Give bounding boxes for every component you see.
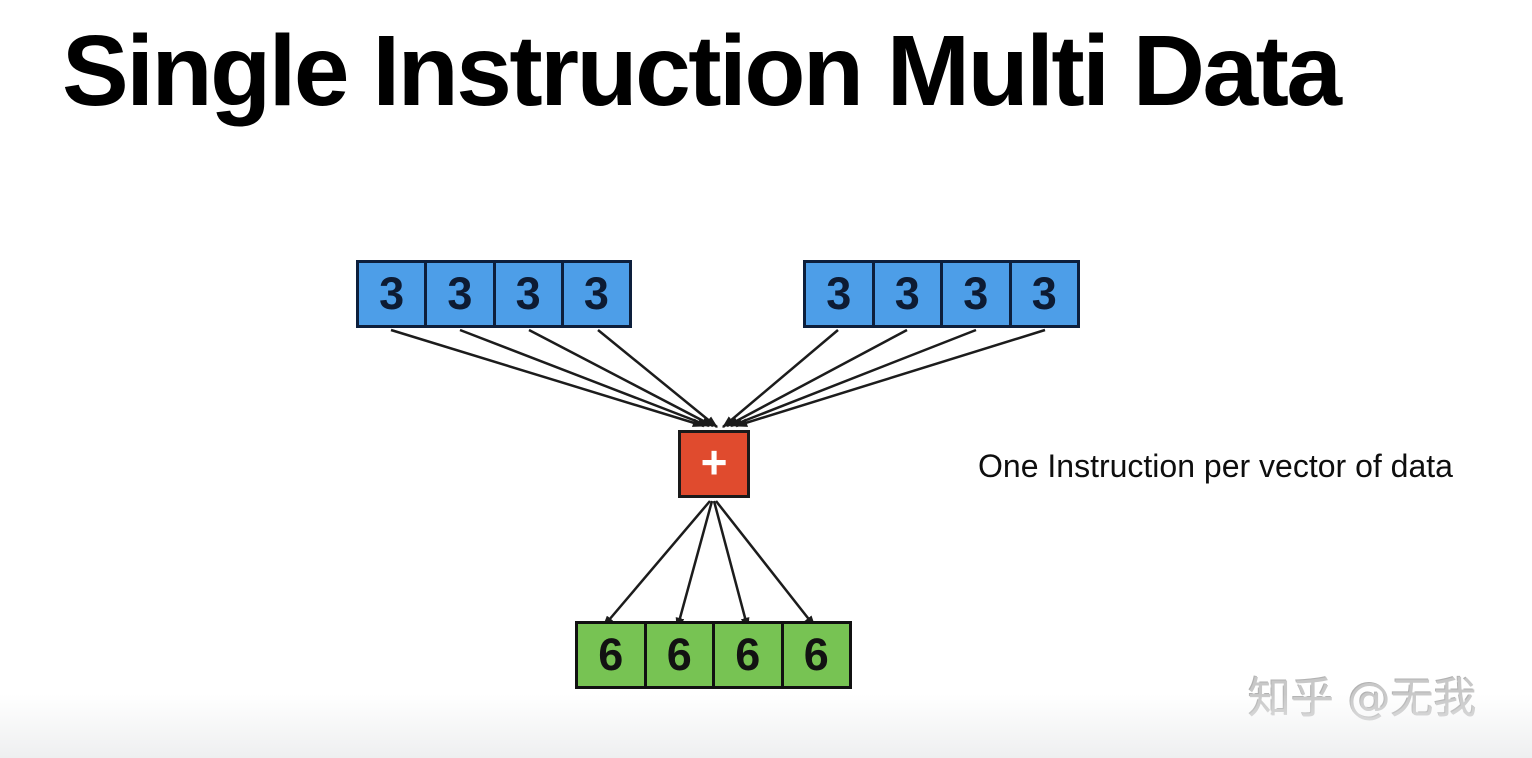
input-arrow-left-1: [390, 328, 706, 428]
input-arrow-right-3: [729, 328, 977, 428]
output-cell: 6: [780, 624, 850, 686]
output-arrow-4: [715, 500, 816, 628]
watermark: 知乎 @无我: [1248, 674, 1477, 724]
slide-title: Single Instruction Multi Data: [62, 15, 1342, 127]
input-cell: 3: [940, 263, 1009, 325]
input-arrow-right-4: [734, 328, 1046, 428]
output-cell: 6: [598, 629, 624, 680]
annotation-text: One Instruction per vector of data: [978, 448, 1453, 484]
input-vector-left: 3 3 3 3: [356, 260, 632, 328]
output-cell: 6: [712, 624, 781, 686]
input-cell: 3: [871, 263, 941, 325]
input-arrow-left-4: [597, 329, 718, 428]
input-arrow-left-2: [459, 328, 711, 428]
output-cell: 6: [643, 624, 713, 686]
output-arrow-1: [602, 500, 711, 628]
input-cell: 3: [424, 263, 492, 325]
output-arrow-3: [712, 500, 750, 631]
output-vector: 6 6 6 6: [575, 621, 852, 689]
input-cell: 3: [379, 268, 405, 319]
output-arrow-2: [675, 500, 714, 631]
input-cell: 3: [560, 263, 629, 325]
input-arrow-right-2: [725, 328, 908, 428]
input-cell: 3: [492, 263, 561, 325]
input-vector-right: 3 3 3 3: [803, 260, 1080, 328]
plus-operator-label: +: [700, 436, 728, 488]
operator-box: +: [678, 430, 750, 498]
input-arrow-right-1: [722, 329, 839, 428]
input-cell: 3: [1008, 263, 1078, 325]
input-cell: 3: [826, 268, 852, 319]
input-arrow-left-3: [528, 328, 715, 428]
